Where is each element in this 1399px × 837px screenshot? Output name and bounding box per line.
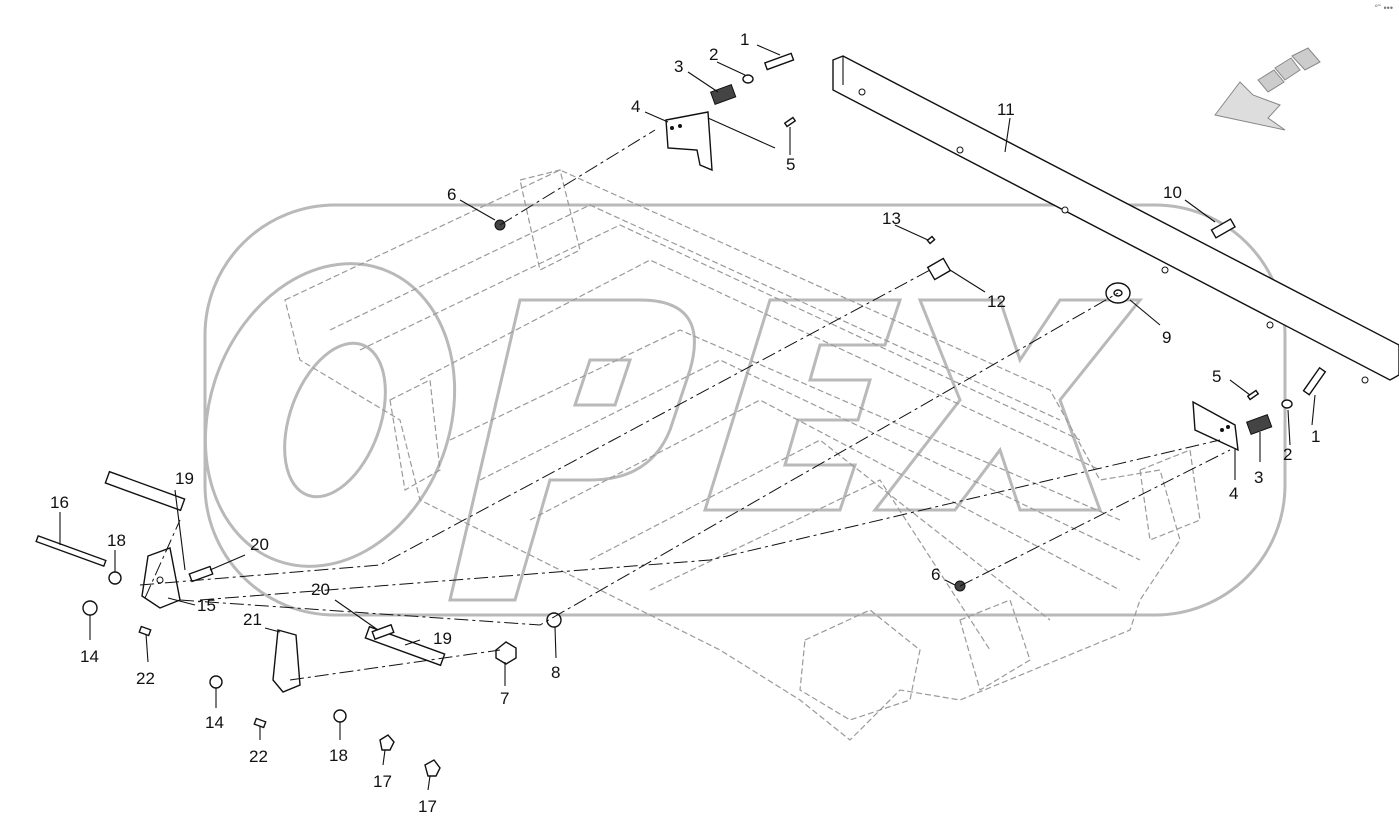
callout-17-a: 17 xyxy=(373,772,392,791)
callout-22-lower: 22 xyxy=(249,747,268,766)
header-frame-phantom xyxy=(284,169,1201,741)
callout-20-lower: 20 xyxy=(311,580,330,599)
center-parts xyxy=(926,218,1236,304)
callout-3-right: 3 xyxy=(1254,468,1263,487)
callout-9: 9 xyxy=(1162,328,1171,347)
bracket-assembly-top xyxy=(494,52,797,231)
corner-mark: °˜ ••• xyxy=(1374,3,1393,13)
callout-20-left: 20 xyxy=(250,535,269,554)
left-chain-assembly xyxy=(35,470,214,637)
lower-chain-assembly xyxy=(209,612,562,777)
callout-5-right: 5 xyxy=(1212,367,1221,386)
callout-labels: 1 2 3 4 5 6 11 10 13 12 9 5 1 2 3 4 6 19… xyxy=(50,30,1320,816)
callout-14-left: 14 xyxy=(80,647,99,666)
callout-4-right: 4 xyxy=(1229,484,1238,503)
callout-6-top: 6 xyxy=(447,185,456,204)
callout-10: 10 xyxy=(1163,183,1182,202)
callout-14-lower: 14 xyxy=(205,713,224,732)
callout-12: 12 xyxy=(987,292,1006,311)
callout-5-top: 5 xyxy=(786,155,795,174)
callout-1-top: 1 xyxy=(740,30,749,49)
callout-8: 8 xyxy=(551,663,560,682)
callout-3-top: 3 xyxy=(674,57,683,76)
callout-21: 21 xyxy=(243,610,262,629)
callout-18-left: 18 xyxy=(107,531,126,550)
callout-19-lower: 19 xyxy=(433,629,452,648)
callout-4-top: 4 xyxy=(631,97,640,116)
callout-2-top: 2 xyxy=(709,45,718,64)
leader-lines xyxy=(59,44,1316,791)
callout-11: 11 xyxy=(997,100,1015,119)
bracket-assembly-right xyxy=(954,366,1327,592)
callout-2-right: 2 xyxy=(1283,445,1292,464)
knife-bar-part-11 xyxy=(832,55,1399,384)
callout-13: 13 xyxy=(882,209,901,228)
callout-1-right: 1 xyxy=(1311,427,1320,446)
callout-16: 16 xyxy=(50,493,69,512)
callout-7: 7 xyxy=(500,689,509,708)
callout-22-left: 22 xyxy=(136,669,155,688)
callout-19-left: 19 xyxy=(175,469,194,488)
direction-arrow-icon xyxy=(1214,47,1321,131)
callout-15: 15 xyxy=(197,596,216,615)
callout-18-lower: 18 xyxy=(329,746,348,765)
callout-17-b: 17 xyxy=(418,797,437,816)
callout-6-right: 6 xyxy=(931,565,940,584)
